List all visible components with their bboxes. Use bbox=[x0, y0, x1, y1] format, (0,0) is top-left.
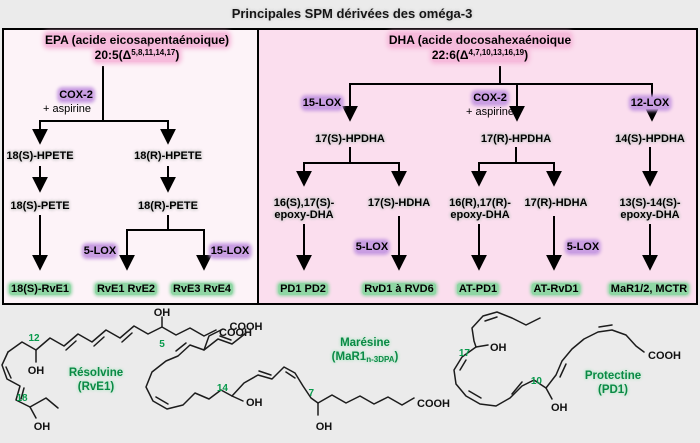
node-18s-hpete: 18(S)-HPETE bbox=[6, 150, 74, 162]
maresine-structure: COOH 14 OH 7 OH COOH bbox=[145, 321, 450, 433]
mar1-position-7: 7 bbox=[308, 388, 314, 399]
product-pd1-pd2: PD1 PD2 bbox=[278, 283, 328, 295]
page-title: Principales SPM dérivées des oméga-3 bbox=[231, 6, 473, 21]
rve1-oh-c5: OH bbox=[154, 307, 171, 319]
dha-enzyme-5lox-right: 5-LOX bbox=[566, 241, 600, 253]
dha-enzyme-cox2: COX-2 bbox=[473, 92, 507, 104]
rve1-oh-c18: OH bbox=[34, 421, 51, 433]
resolvine-label: Résolvine bbox=[68, 367, 124, 379]
pd1-position-17: 17 bbox=[459, 348, 471, 359]
node-17r-hpdha: 17(R)-HPDHA bbox=[480, 133, 552, 145]
epa-enzyme-5lox: 5-LOX bbox=[83, 245, 117, 257]
resolvine-abbr: (RvE1) bbox=[77, 381, 115, 393]
product-at-pd1: AT-PD1 bbox=[456, 283, 500, 295]
node-1617r-epoxy-dha: 16(R),17(R)-epoxy-DHA bbox=[449, 197, 511, 221]
product-mar-mctr: MaR1/2, MCTR bbox=[608, 283, 690, 295]
rve1-position-12: 12 bbox=[28, 333, 40, 344]
epa-substrate-name: EPA (acide eicosapentaénoique) bbox=[44, 33, 230, 47]
resolvine-structure: OH 5 12 OH 18 OH COOH bbox=[1, 307, 252, 433]
protectine-label: Protectine bbox=[584, 370, 642, 382]
protectine-abbr: (PD1) bbox=[597, 384, 629, 396]
node-18r-hpete: 18(R)-HPETE bbox=[134, 150, 202, 162]
rve1-oh-c12: OH bbox=[28, 365, 45, 377]
dha-enzyme-aspirine: + aspirine bbox=[465, 106, 515, 118]
rve1-position-18: 18 bbox=[16, 393, 28, 404]
pd1-oh-c10: OH bbox=[551, 402, 568, 414]
product-18s-rve1: 18(S)-RvE1 bbox=[8, 283, 72, 295]
node-17s-hpdha: 17(S)-HPDHA bbox=[315, 133, 385, 145]
node-18s-pete: 18(S)-PETE bbox=[10, 200, 70, 212]
dha-enzyme-12lox: 12-LOX bbox=[630, 97, 670, 109]
node-17r-hdha: 17(R)-HDHA bbox=[524, 197, 588, 209]
dha-enzyme-5lox-left: 5-LOX bbox=[355, 241, 389, 253]
pd1-position-10: 10 bbox=[531, 376, 543, 387]
product-at-rvd1: AT-RvD1 bbox=[531, 283, 581, 295]
rve1-cooh: COOH bbox=[219, 327, 252, 339]
mar1-position-14: 14 bbox=[217, 383, 229, 394]
mar1-oh-c14: OH bbox=[246, 397, 263, 409]
epa-enzyme-aspirine: + aspirine bbox=[42, 103, 92, 115]
dha-substrate-name: DHA (acide docosahexaénoique bbox=[388, 33, 572, 47]
product-rve3-rve4: RvE3 RvE4 bbox=[170, 283, 234, 295]
node-1617s-epoxy-dha: 16(S),17(S)-epoxy-DHA bbox=[273, 197, 335, 221]
dha-substrate-formula: 22:6(Δ4,7,10,13,16,19) bbox=[431, 48, 529, 62]
mar1-oh-c7: OH bbox=[316, 421, 333, 433]
epa-enzyme-15lox: 15-LOX bbox=[210, 245, 250, 257]
epa-substrate-formula: 20:5(Δ5,8,11,14,17) bbox=[94, 48, 180, 62]
pd1-cooh: COOH bbox=[648, 350, 681, 362]
node-17s-hdha: 17(S)-HDHA bbox=[367, 197, 431, 209]
rve1-position-5: 5 bbox=[159, 339, 165, 350]
maresine-abbr: (MaR1n-3DPA) bbox=[331, 351, 399, 364]
mar1-cooh-right: COOH bbox=[417, 398, 450, 410]
protectine-structure: 17 OH 10 OH COOH bbox=[453, 311, 681, 414]
node-14s-hpdha: 14(S)-HPDHA bbox=[615, 133, 685, 145]
epa-enzyme-cox2: COX-2 bbox=[59, 89, 93, 101]
mar1-cooh-left: COOH bbox=[230, 321, 263, 333]
product-rvd1-rvd6: RvD1 à RVD6 bbox=[362, 283, 436, 295]
epa-arrows bbox=[32, 66, 212, 271]
dha-enzyme-15lox: 15-LOX bbox=[302, 97, 342, 109]
pd1-oh-c17: OH bbox=[490, 342, 507, 354]
node-18r-pete: 18(R)-PETE bbox=[138, 200, 198, 212]
flowchart-arrows bbox=[32, 66, 660, 271]
maresine-label: Marésine bbox=[340, 337, 390, 349]
product-rve1-rve2: RvE1 RvE2 bbox=[94, 283, 158, 295]
dha-arrows bbox=[296, 66, 660, 271]
node-13s14s-epoxy-dha: 13(S)-14(S)-epoxy-DHA bbox=[619, 197, 681, 221]
